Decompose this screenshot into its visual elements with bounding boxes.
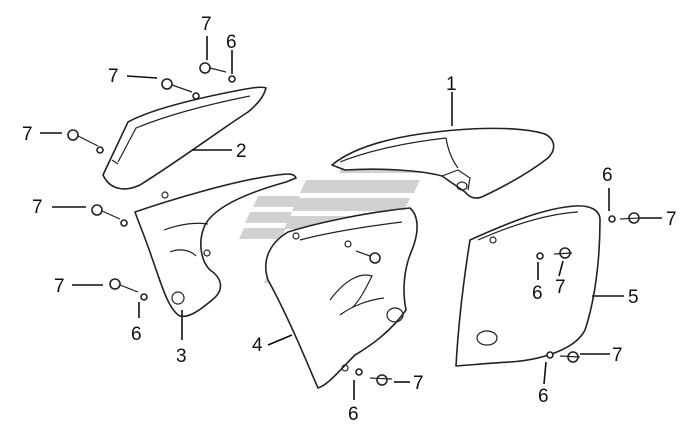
callout-part-4: 4 [252, 335, 263, 356]
bolt-icon [619, 212, 641, 224]
side-panel-part-5 [455, 205, 601, 367]
callout-washer: 6 [226, 32, 237, 53]
callout-washer: 6 [602, 165, 613, 186]
bolt-icon [369, 374, 393, 386]
callout-part-5: 5 [628, 287, 639, 308]
callout-bolt: 7 [108, 66, 119, 87]
washer-icon [192, 92, 200, 100]
callout-bolt: 7 [555, 277, 566, 298]
washer-icon [546, 351, 554, 359]
leader-lines [40, 36, 662, 400]
fender-cover-part-1 [331, 127, 555, 199]
callout-part-3: 3 [176, 346, 187, 367]
washer-icon [120, 219, 128, 227]
washer-icon [96, 146, 104, 154]
callout-bolt: 7 [32, 197, 43, 218]
callout-part-2: 2 [236, 141, 247, 162]
callout-bolt: 7 [201, 14, 212, 35]
bolt-icon [553, 247, 573, 259]
callout-bolt: 7 [413, 373, 424, 394]
fasteners [67, 62, 641, 386]
callout-labels: 1 2 3 4 5 7 6 7 7 7 7 6 6 7 6 7 6 7 7 6 [22, 14, 677, 425]
washer-icon [608, 215, 616, 223]
bolt-icon [355, 250, 381, 264]
callout-bolt: 7 [666, 209, 677, 230]
shroud-part-2 [102, 86, 267, 190]
callout-washer: 6 [131, 324, 142, 345]
callout-bolt: 7 [22, 124, 33, 145]
bolt-icon [199, 62, 227, 74]
callout-part-1: 1 [446, 74, 457, 95]
bolt-icon [559, 351, 581, 363]
side-cover-part-3 [134, 173, 297, 318]
washer-icon [228, 75, 236, 83]
callout-washer: 6 [532, 283, 543, 304]
callout-bolt: 7 [612, 345, 623, 366]
bolt-icon [91, 204, 121, 220]
washer-icon [140, 293, 148, 301]
callout-washer: 6 [538, 386, 549, 407]
callout-washer: 6 [348, 404, 359, 425]
bolt-icon [161, 78, 193, 93]
bolt-icon [109, 278, 139, 293]
bolt-icon [67, 129, 99, 147]
washer-icon [355, 368, 363, 376]
washer-icon [536, 252, 544, 260]
callout-bolt: 7 [54, 276, 65, 297]
radiator-shroud-part-4 [264, 207, 418, 389]
